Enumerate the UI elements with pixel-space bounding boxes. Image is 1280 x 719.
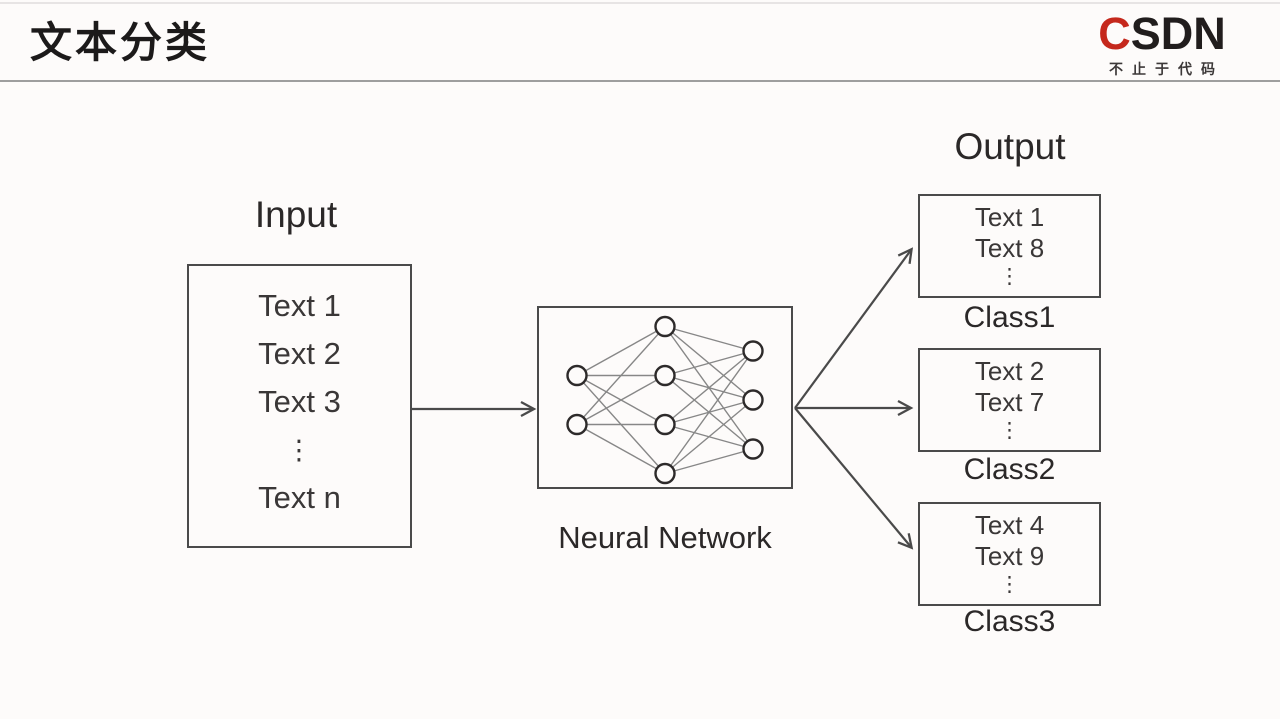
input-label: Input bbox=[254, 194, 338, 235]
input-box: Text 1 Text 2 Text 3 ⋮ Text n bbox=[187, 264, 412, 548]
vertical-ellipsis: ⋮ bbox=[999, 573, 1020, 596]
output-text-line: Text 9 bbox=[974, 541, 1045, 571]
class3-label: Class3 bbox=[963, 605, 1056, 638]
output-text-line: Text 8 bbox=[974, 233, 1045, 263]
neural-network-label: Neural Network bbox=[558, 520, 772, 555]
top-border-line bbox=[0, 2, 1280, 4]
header-divider bbox=[0, 80, 1280, 82]
vertical-ellipsis: ⋮ bbox=[285, 435, 314, 465]
output-box-class3: Text 4 Text 9 ⋮ bbox=[918, 502, 1101, 606]
output-box-class2: Text 2 Text 7 ⋮ bbox=[918, 348, 1101, 452]
csdn-logo: CSDN 不止于代码 bbox=[1070, 10, 1254, 79]
class1-label: Class1 bbox=[963, 301, 1056, 334]
output-box-class1: Text 1 Text 8 ⋮ bbox=[918, 194, 1101, 298]
neural-network-box bbox=[537, 306, 793, 489]
input-text-line: Text 1 bbox=[258, 288, 341, 323]
output-text-line: Text 1 bbox=[974, 202, 1045, 232]
input-text-line: Text 2 bbox=[258, 336, 341, 371]
slide-title: 文本分类 bbox=[30, 19, 211, 66]
vertical-ellipsis: ⋮ bbox=[999, 265, 1020, 288]
output-label: Output bbox=[954, 126, 1066, 167]
class2-label: Class2 bbox=[963, 453, 1056, 486]
output-text-line: Text 2 bbox=[974, 356, 1045, 386]
csdn-wordmark: CSDN bbox=[1070, 10, 1254, 58]
input-text-line: Text 3 bbox=[258, 384, 341, 419]
input-text-line: Text n bbox=[258, 480, 341, 515]
output-text-line: Text 4 bbox=[974, 510, 1045, 540]
csdn-logo-letters-sdn: SDN bbox=[1130, 8, 1226, 59]
csdn-tagline: 不止于代码 bbox=[1109, 61, 1224, 77]
vertical-ellipsis: ⋮ bbox=[999, 419, 1020, 442]
output-text-line: Text 7 bbox=[974, 387, 1045, 417]
csdn-logo-letter-c: C bbox=[1098, 8, 1131, 59]
